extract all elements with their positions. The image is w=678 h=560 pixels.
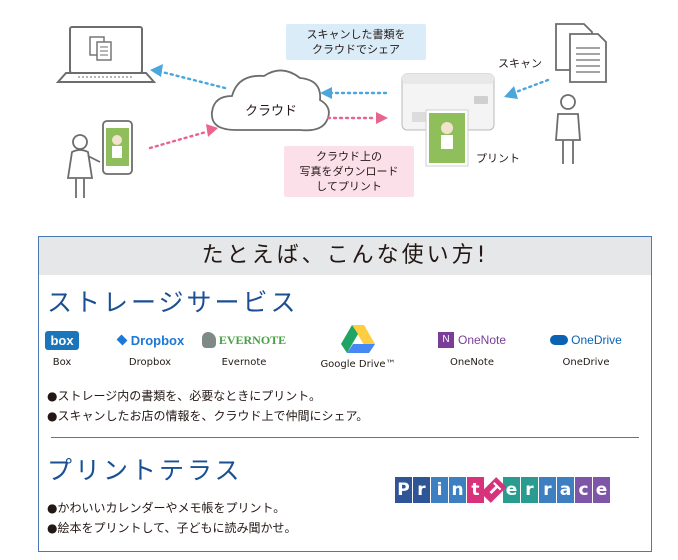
service-box: box Box <box>17 327 107 368</box>
service-dropbox: Dropbox Dropbox <box>105 327 195 368</box>
arrow-cloud-to-laptop <box>150 64 227 90</box>
print-terrace-logo-letter: t <box>467 477 484 503</box>
arrow-cloud-to-printer <box>326 112 388 124</box>
cloud-icon <box>211 69 330 132</box>
person-icon <box>66 134 101 198</box>
terrace-bullet: ●絵本をプリントして、子どもに読み聞かせ。 <box>47 521 297 535</box>
smartphone-icon <box>102 120 133 175</box>
onedrive-cloud-icon <box>550 335 569 345</box>
evernote-logo-text: EVERNOTE <box>218 332 287 347</box>
service-onedrive: OneDrive OneDrive <box>541 327 631 368</box>
terrace-section-title: プリントテラス <box>47 456 243 485</box>
share-caption: スキャンした書類を クラウドでシェア <box>286 24 426 60</box>
dropbox-icon <box>116 334 128 346</box>
google-drive-icon <box>341 325 375 353</box>
onedrive-logo-text: OneDrive <box>571 333 622 347</box>
storage-bullet: ●ストレージ内の書類を、必要なときにプリント。 <box>47 389 321 403</box>
service-onenote: N OneNote OneNote <box>427 327 517 368</box>
print-terrace-logo-letter: a <box>557 477 574 503</box>
print-label: プリント <box>476 152 520 165</box>
diagram-graphics <box>55 23 607 198</box>
print-terrace-logo-letter: P <box>395 477 412 503</box>
section-divider <box>51 437 639 438</box>
usage-panel: たとえば、こんな使い方! ストレージサービス box Box Dropbox D… <box>38 236 652 552</box>
print-terrace-logo-letter: r <box>521 477 538 503</box>
storage-section-title: ストレージサービス <box>47 288 299 317</box>
onenote-icon: N <box>437 332 454 348</box>
arrow-phone-to-cloud <box>148 124 218 150</box>
service-name: OneNote <box>449 357 495 368</box>
scan-label: スキャン <box>498 57 542 70</box>
download-caption-line2: 写真をダウンロード <box>299 165 399 178</box>
service-evernote: EVERNOTE Evernote <box>199 327 289 368</box>
share-caption-line1: スキャンした書類を <box>306 28 406 41</box>
download-caption-line1: クラウド上の <box>316 150 382 163</box>
download-caption: クラウド上の 写真をダウンロード してプリント <box>284 146 414 197</box>
print-terrace-logo-letter: r <box>539 477 556 503</box>
print-terrace-logo-letter: e <box>593 477 610 503</box>
printed-photo-icon <box>425 109 469 167</box>
service-name: Google Drive™ <box>320 359 396 370</box>
laptop-icon <box>55 26 157 83</box>
terrace-bullet: ●かわいいカレンダーやメモ帳をプリント。 <box>47 501 286 515</box>
download-caption-line3: してプリント <box>316 180 382 193</box>
service-name: Dropbox <box>128 357 172 368</box>
share-caption-line2: クラウドでシェア <box>312 43 400 56</box>
panel-heading: たとえば、こんな使い方! <box>39 237 651 275</box>
dropbox-logo-text: Dropbox <box>130 332 185 348</box>
print-terrace-logo-letter: r <box>413 477 430 503</box>
arrow-documents-to-printer <box>504 78 550 99</box>
person-icon <box>555 94 581 164</box>
print-terrace-logo-letter: n <box>449 477 466 503</box>
evernote-elephant-icon <box>201 332 216 348</box>
service-google-drive: Google Drive™ <box>313 323 403 370</box>
cloud-label: クラウド <box>244 104 297 119</box>
box-logo-icon: box <box>45 330 79 350</box>
print-terrace-logo-letter: e <box>503 477 520 503</box>
storage-bullet: ●スキャンしたお店の情報を、クラウド上で仲間にシェア。 <box>47 409 369 423</box>
printer-icon <box>401 73 495 131</box>
print-terrace-logo-letter: i <box>431 477 448 503</box>
service-name: Evernote <box>221 357 267 368</box>
service-name: OneDrive <box>562 357 610 368</box>
service-name: Box <box>52 357 72 368</box>
document-icon <box>555 23 607 83</box>
print-terrace-logo-letter: c <box>575 477 592 503</box>
arrow-printer-to-cloud <box>320 87 388 99</box>
onenote-logo-text: OneNote <box>457 333 507 347</box>
